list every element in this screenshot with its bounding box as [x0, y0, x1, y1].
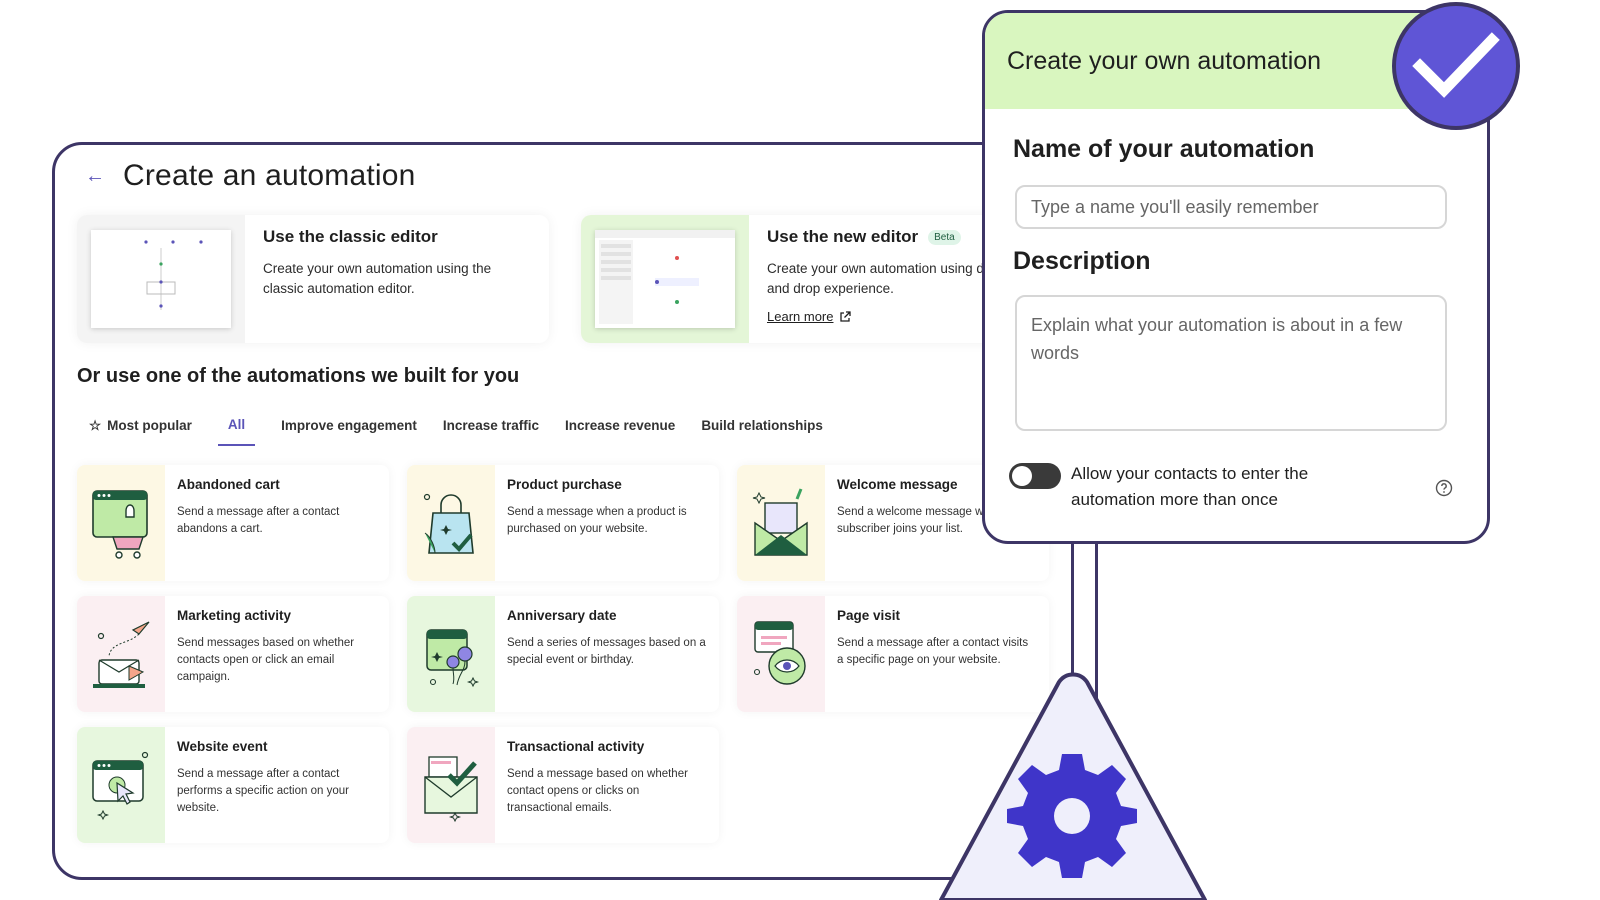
gear-icon	[1007, 754, 1137, 878]
learn-more-link[interactable]: Learn more	[767, 309, 1027, 324]
tab-label: Increase traffic	[442, 418, 539, 433]
reentry-toggle-row: Allow your contacts to enter the automat…	[1009, 461, 1371, 513]
tab-label: All	[227, 417, 246, 432]
template-title: Product purchase	[507, 477, 622, 492]
category-tabs: ☆ Most popular All Improve engagement In…	[89, 417, 823, 446]
reentry-toggle[interactable]	[1009, 463, 1061, 489]
classic-editor-thumbnail	[77, 215, 245, 343]
template-marketing-activity[interactable]: Marketing activity Send messages based o…	[77, 596, 389, 712]
template-page-visit[interactable]: Page visit Send a message after a contac…	[737, 596, 1049, 712]
page-header: ← Create an automation	[85, 159, 416, 193]
description-label: Description	[1013, 247, 1151, 275]
template-title: Anniversary date	[507, 608, 617, 623]
beta-badge: Beta	[928, 229, 961, 245]
calendar-icon	[426, 629, 480, 688]
create-own-automation-panel: Create your own automation Name of your …	[982, 10, 1490, 544]
tab-label: Increase revenue	[564, 418, 676, 433]
classic-editor-card[interactable]: Use the classic editor Create your own a…	[77, 215, 549, 343]
classic-editor-description: Create your own automation using the cla…	[263, 261, 492, 296]
learn-more-label: Learn more	[767, 309, 834, 324]
tab-label: Most popular	[107, 418, 192, 433]
automation-description-input[interactable]	[1015, 295, 1447, 431]
template-title: Page visit	[837, 608, 901, 623]
page-title: Create an automation	[123, 159, 416, 192]
connector-line	[1071, 540, 1074, 680]
new-editor-description: Create your own automation using drag an…	[767, 261, 1004, 296]
cart-icon	[92, 490, 148, 559]
template-description: Send a message after a contact visits a …	[837, 637, 1029, 666]
tab-most-popular[interactable]: ☆ Most popular	[89, 417, 192, 446]
template-description: Send a welcome message when a subscriber…	[837, 506, 1013, 535]
template-description: Send messages based on whether contacts …	[177, 637, 355, 683]
template-title: Website event	[177, 739, 268, 754]
template-description: Send a series of messages based on a spe…	[507, 637, 706, 666]
tab-improve-engagement[interactable]: Improve engagement	[281, 417, 417, 446]
star-icon: ☆	[89, 417, 102, 433]
form-title: Create your own automation	[1007, 46, 1322, 75]
template-title: Transactional activity	[507, 739, 645, 754]
new-editor-title: Use the new editor	[767, 227, 919, 246]
tab-build-relationships[interactable]: Build relationships	[701, 417, 823, 446]
tab-label: Build relationships	[701, 418, 823, 433]
toggle-knob	[1012, 466, 1032, 486]
back-arrow-icon[interactable]: ←	[85, 164, 105, 187]
envelope-icon	[752, 488, 808, 556]
cursor-icon	[92, 751, 149, 821]
question-circle-icon[interactable]	[1435, 479, 1453, 497]
template-product-purchase[interactable]: Product purchase Send a message when a p…	[407, 465, 719, 581]
template-description: Send a message when a product is purchas…	[507, 506, 687, 535]
new-editor-card[interactable]: Use the new editor Beta Create your own …	[581, 215, 1051, 343]
template-description: Send a message after a contact abandons …	[177, 506, 340, 535]
external-link-icon	[840, 310, 852, 322]
create-automation-panel: ← Create an automation Use the classic e…	[52, 142, 1098, 880]
name-label: Name of your automation	[1013, 135, 1315, 163]
template-anniversary-date[interactable]: Anniversary date Send a series of messag…	[407, 596, 719, 712]
section-heading: Or use one of the automations we built f…	[77, 365, 520, 387]
automation-name-input[interactable]	[1015, 185, 1447, 229]
eye-icon	[753, 621, 806, 685]
mail-check-icon	[424, 756, 478, 823]
template-title: Marketing activity	[177, 608, 292, 623]
new-editor-thumbnail	[581, 215, 749, 343]
tab-all[interactable]: All	[217, 417, 256, 446]
template-description: Send a message after a contact performs …	[177, 768, 349, 814]
template-description: Send a message based on whether contact …	[507, 768, 688, 814]
reentry-toggle-label: Allow your contacts to enter the automat…	[1071, 464, 1309, 509]
template-abandoned-cart[interactable]: Abandoned cart Send a message after a co…	[77, 465, 389, 581]
tab-label: Improve engagement	[281, 418, 417, 433]
tab-increase-traffic[interactable]: Increase traffic	[443, 417, 539, 446]
shopping-bag-icon	[423, 493, 474, 554]
template-title: Abandoned cart	[177, 477, 280, 492]
template-website-event[interactable]: Website event Send a message after a con…	[77, 727, 389, 843]
classic-editor-title: Use the classic editor	[263, 227, 438, 246]
template-transactional-activity[interactable]: Transactional activity Send a message ba…	[407, 727, 719, 843]
checkmark-icon	[1392, 2, 1520, 130]
tab-increase-revenue[interactable]: Increase revenue	[565, 417, 675, 446]
gear-triangle-decoration	[939, 672, 1207, 900]
paper-plane-icon	[93, 621, 150, 688]
template-title: Welcome message	[837, 477, 958, 492]
